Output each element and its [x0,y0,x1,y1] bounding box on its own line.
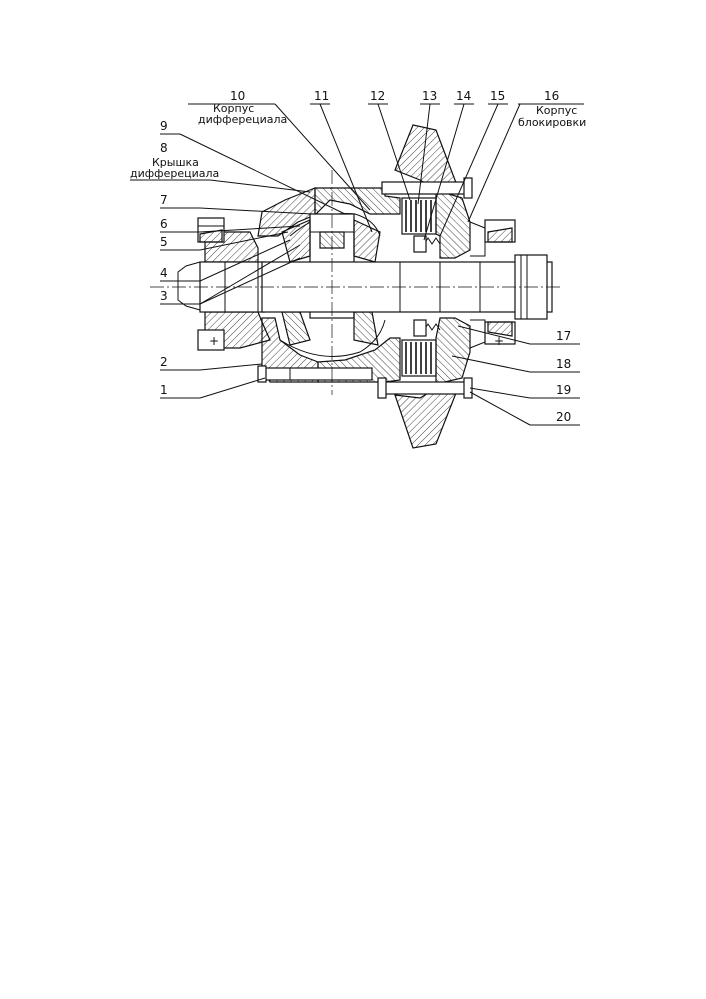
callout-20: 20 [469,391,580,426]
svg-text:дифферециала: дифферециала [198,113,287,126]
callout-2: 2 [160,355,263,371]
svg-text:6: 6 [160,217,168,231]
svg-text:13: 13 [422,89,437,103]
callout-1: 1 [160,377,266,399]
svg-text:1: 1 [160,383,168,397]
svg-text:18: 18 [556,357,571,371]
ring-gear [394,124,459,449]
callout-11: 11 [310,89,373,233]
callout-12: 12 [368,89,411,201]
callout-7: 7 [160,193,313,215]
svg-text:19: 19 [556,383,571,397]
svg-text:4: 4 [160,266,168,280]
svg-text:16: 16 [544,89,559,103]
callout-6: 6 [160,217,301,233]
svg-text:11: 11 [314,89,329,103]
svg-text:блокировки: блокировки [518,116,586,129]
svg-text:8: 8 [160,141,168,155]
callout-14: 14 [423,89,474,241]
svg-text:2: 2 [160,355,168,369]
svg-text:Корпус: Корпус [536,104,577,117]
callout-15: 15 [439,89,508,237]
svg-text:10: 10 [230,89,245,103]
callout-9: 9 [160,119,346,215]
svg-text:15: 15 [490,89,505,103]
callout-18: 18 [451,355,580,373]
svg-text:9: 9 [160,119,168,133]
plus-symbol-right: + [494,334,504,348]
svg-text:Крышка: Крышка [152,156,199,169]
svg-text:5: 5 [160,235,168,249]
callout-4: 4 [160,239,291,282]
callout-5: 5 [160,231,289,251]
bolts [257,177,473,399]
lock-housing [413,189,486,385]
plus-symbol-left: + [209,334,219,348]
callout-17: 17 [457,325,580,345]
svg-text:7: 7 [160,193,168,207]
callout-10: 10 10 Корпус дифферециала [188,89,371,211]
svg-text:17: 17 [556,329,571,343]
svg-text:дифферециала: дифферециала [130,167,219,180]
svg-text:3: 3 [160,289,168,303]
callout-8: 8 Крышка дифферециала [130,141,311,193]
callout-19: 19 [469,383,580,399]
callout-16: 16 Корпус блокировки [467,89,586,223]
left-bearing [197,217,225,351]
svg-text:12: 12 [370,89,385,103]
svg-text:14: 14 [456,89,471,103]
callout-13: 13 [417,89,440,205]
svg-text:Корпус: Корпус [213,102,254,115]
svg-text:20: 20 [556,410,571,424]
callout-3: 3 [160,244,301,305]
